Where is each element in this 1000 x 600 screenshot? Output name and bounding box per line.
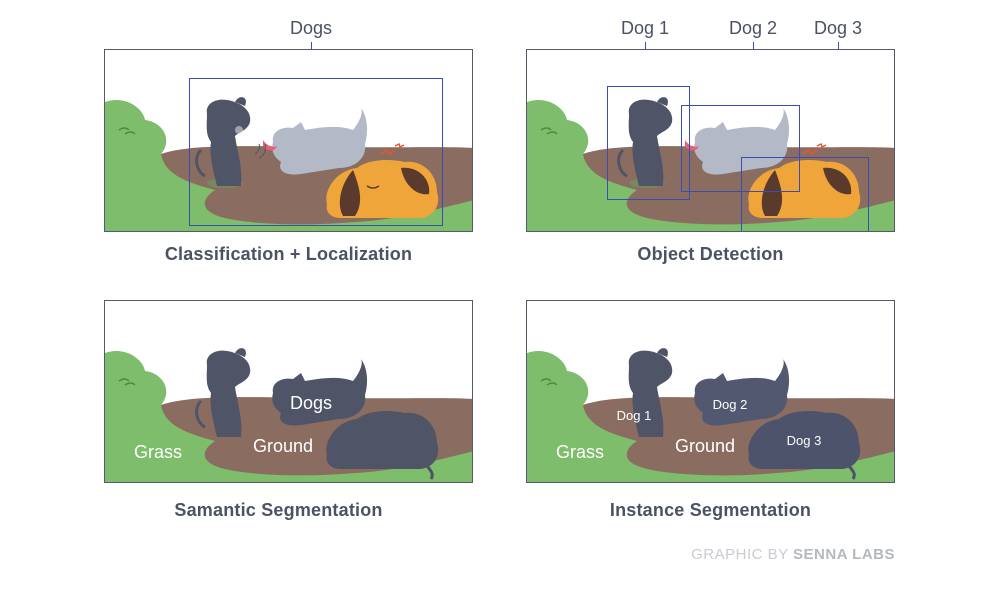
scene-illustration <box>105 97 472 231</box>
dog-2-figure <box>254 108 368 175</box>
caption-instance: Instance Segmentation <box>609 500 812 520</box>
credit-prefix: GRAPHIC BY <box>691 546 794 563</box>
dogs-segment <box>195 348 439 480</box>
dog-2-segment <box>694 359 790 426</box>
panel-instance: Grass Ground Dog 1 Dog 2 Dog 3 <box>526 300 895 483</box>
label-dog-1: Dog 1 <box>620 18 670 38</box>
grass-tuft <box>540 378 558 386</box>
graphic-credit: GRAPHIC BY SENNA LABS <box>691 546 895 563</box>
label-dog-2: Dog 2 <box>712 397 748 412</box>
label-dog-3: Dog 3 <box>813 18 863 38</box>
caption-classification: Classification + Localization <box>164 244 413 264</box>
label-grass: Grass <box>133 442 183 462</box>
dog-3-figure <box>326 142 439 218</box>
grass-tuft <box>118 378 136 386</box>
bounding-box-dog-2 <box>681 105 800 192</box>
panel-detection <box>526 49 895 232</box>
panel-classification <box>104 49 473 232</box>
dog-1-figure <box>617 97 673 188</box>
label-ground: Ground <box>252 436 314 456</box>
label-dog-2: Dog 2 <box>728 18 778 38</box>
label-dog-1: Dog 1 <box>616 408 652 423</box>
grass-tuft <box>540 127 558 135</box>
label-dogs: Dogs <box>289 393 333 413</box>
label-dogs: Dogs <box>289 18 333 38</box>
caption-detection: Object Detection <box>637 244 784 264</box>
bounding-box-dog-3 <box>741 157 869 231</box>
dog-3-figure <box>748 142 861 218</box>
label-dog-3: Dog 3 <box>786 433 822 448</box>
dog-3-segment <box>748 411 861 480</box>
label-grass: Grass <box>555 442 605 462</box>
dog-1-figure <box>195 97 251 188</box>
dog-1-segment <box>628 348 673 437</box>
panel-semantic: Grass Ground Dogs <box>104 300 473 483</box>
credit-brand: SENNA LABS <box>793 546 895 563</box>
bounding-box-dogs <box>189 78 443 226</box>
caption-semantic: Samantic Segmentation <box>174 500 383 520</box>
scene-illustration <box>527 97 894 231</box>
scene-illustration <box>105 348 472 482</box>
bounding-box-dog-1 <box>607 86 690 200</box>
grass-tuft <box>118 127 136 135</box>
label-ground: Ground <box>674 436 736 456</box>
scene-illustration <box>527 348 894 482</box>
